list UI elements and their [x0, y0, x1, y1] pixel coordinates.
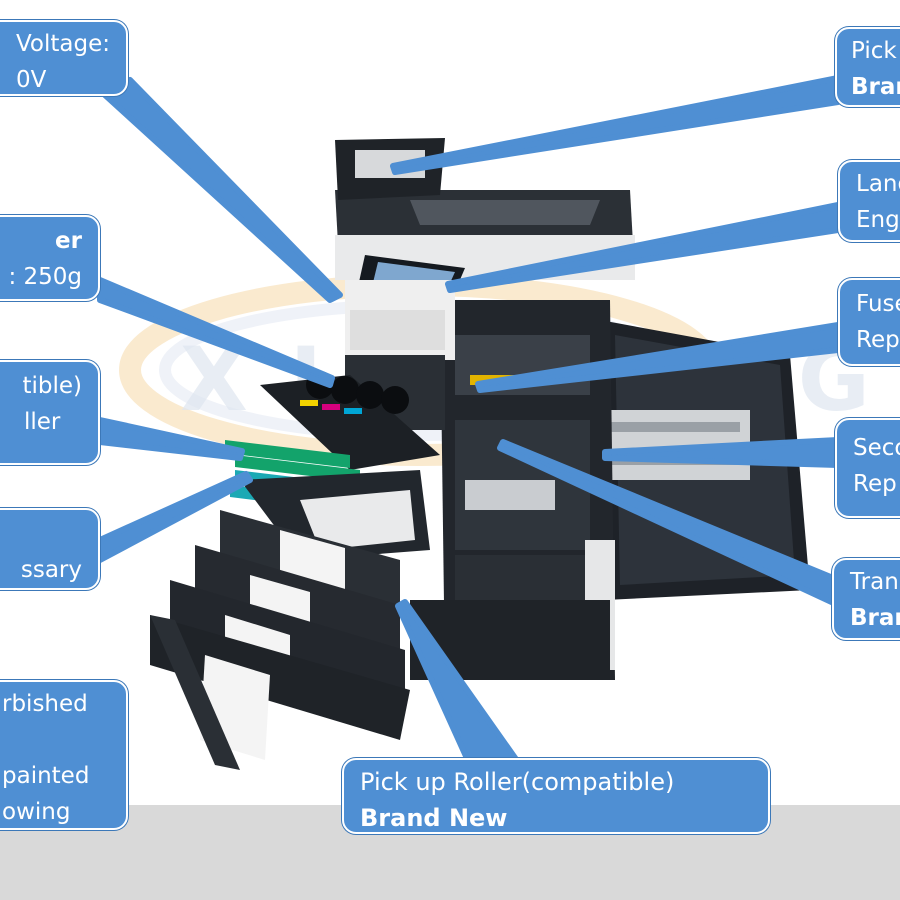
- fuser-line2: Rep: [856, 327, 900, 353]
- leader-toner: [97, 277, 335, 388]
- voltage-value: 0V: [16, 67, 47, 93]
- accessory-line2: ssary: [20, 557, 82, 583]
- refurbished-line3: painted: [2, 763, 90, 789]
- refurbished-line1: rbished: [2, 691, 88, 717]
- leader-roller-left: [97, 417, 245, 461]
- callout-accessory: ssary: [0, 508, 100, 590]
- transfer-line2: Bran: [850, 605, 900, 631]
- leader-fuser: [475, 322, 841, 393]
- language-line1: Lang: [856, 171, 900, 197]
- pickup-bottom-line1: Pick up Roller(compatible): [360, 768, 675, 796]
- callout-toner: er : 250g: [0, 215, 100, 301]
- roller-left-line1: tible): [22, 373, 82, 399]
- pick-top-line2: Bran: [851, 74, 900, 100]
- callout-language: Lang Eng: [838, 160, 900, 242]
- callout-roller-left: tible) ller: [0, 360, 100, 465]
- callout-pick-top: Pick Bran: [835, 27, 900, 107]
- leader-voltage: [102, 77, 343, 303]
- second-line2: Rep: [853, 471, 897, 497]
- transfer-line1: Tran: [850, 569, 899, 595]
- pickup-bottom-line2: Brand New: [360, 804, 508, 832]
- toner-title: er: [55, 228, 82, 254]
- callout-fuser: Fuse Rep: [838, 278, 900, 366]
- voltage-label: Voltage:: [15, 31, 110, 57]
- second-line1: Seco: [853, 435, 900, 461]
- accessory-line1: [0, 516, 82, 552]
- roller-left-line2: ller: [24, 409, 61, 435]
- refurbished-line4: owing: [2, 799, 71, 825]
- fuser-line1: Fuse: [856, 291, 900, 317]
- language-line2: Eng: [856, 207, 900, 233]
- leader-second: [602, 437, 841, 468]
- pick-top-line1: Pick: [851, 38, 897, 64]
- callout-pickup-bottom: Pick up Roller(compatible) Brand New: [342, 758, 770, 834]
- callout-second: Seco Rep: [835, 418, 900, 518]
- leader-accessory: [97, 471, 253, 563]
- toner-weight: : 250g: [8, 264, 82, 290]
- callout-refurbished: rbished painted owing: [0, 680, 128, 830]
- leader-pickup-bottom: [395, 599, 523, 768]
- leader-language: [445, 202, 841, 293]
- leader-pick-top: [390, 75, 841, 175]
- refurbished-line2: [2, 722, 126, 758]
- callout-transfer: Tran Bran: [832, 558, 900, 640]
- callout-voltage: Voltage: 0V: [0, 20, 128, 96]
